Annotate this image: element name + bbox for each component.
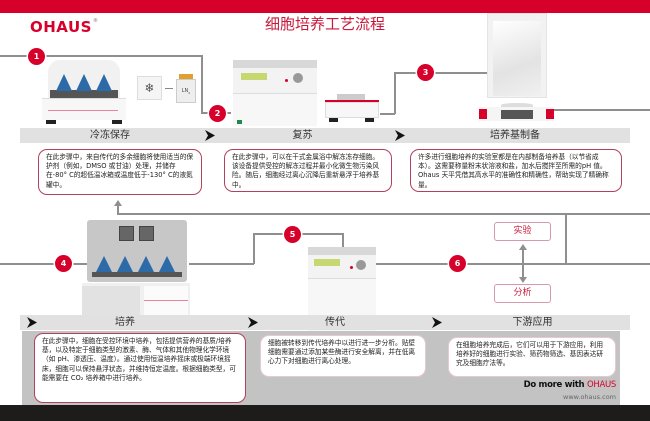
footer-bar: [0, 405, 650, 421]
dry-bath-illustration: [325, 94, 379, 126]
chevron-right-icon: [27, 317, 37, 328]
ln2-subscript: 2: [188, 91, 191, 95]
step-description-3: 许多进行细胞培养的实验室都是在内部制备培养基（以节省成本）。这需要称量粉末状溶液…: [410, 149, 622, 192]
liquid-nitrogen-tank-icon: LN2: [176, 74, 196, 103]
chevron-right-icon: [432, 317, 442, 328]
step-badge-3: 3: [417, 64, 434, 81]
connector-line: [253, 233, 255, 264]
page-title: 细胞培养工艺流程: [264, 15, 385, 33]
flask-icon: [96, 256, 112, 272]
freezer-icon: ❄: [137, 76, 162, 100]
tagline: Do more with OHAUS: [523, 380, 617, 390]
flask-icon: [138, 256, 154, 272]
flask-icon: [159, 256, 175, 272]
connector-line: [0, 263, 88, 265]
connector-line: [565, 213, 567, 264]
connector-line: [201, 55, 203, 113]
snowflake-icon: ❄: [144, 81, 155, 95]
ln2-label: LN: [181, 88, 189, 94]
connector-line: [117, 213, 650, 215]
connector-line: [552, 109, 650, 111]
fan-icon: [119, 226, 134, 241]
chevron-right-icon: [395, 130, 405, 141]
connector-line: [376, 263, 650, 265]
shaker-incubator-illustration: [42, 60, 126, 124]
centrifuge-illustration: [233, 60, 317, 126]
step-badge-6: 6: [449, 255, 466, 272]
step-description-1: 在此步骤中，来自传代的多余细胞将使用适当的保护剂（例如，DMSO 或甘油）处理，…: [38, 149, 202, 195]
connector-line: [342, 233, 344, 248]
connector-line: [394, 72, 489, 74]
connector-line: [522, 248, 524, 278]
connector-line: [380, 113, 395, 115]
step-description-5: 细胞被转移到传代培养中以进行进一步分析。贴壁细胞需要通过添加某些酶进行安全解离，…: [260, 335, 426, 377]
step-label-recovery: 复苏: [292, 130, 313, 141]
arrow-down-icon: [519, 277, 527, 283]
fan-icon: [139, 226, 154, 241]
step-description-2: 在此步骤中，可以在干式金属浴中解冻冻存细胞。该设备提供受控的解冻过程并最小化微生…: [224, 149, 392, 192]
step-badge-5: 5: [284, 226, 301, 243]
step-label-downstream: 下游应用: [512, 317, 553, 328]
flask-icon: [56, 74, 72, 91]
flask-icon: [96, 74, 112, 91]
registered-mark: ®: [92, 18, 99, 24]
website-link[interactable]: www.ohaus.com: [563, 393, 616, 401]
tagline-brand: OHAUS: [586, 380, 616, 390]
step-description-4: 在此步骤中，细胞在受控环境中培养，包括提供营养的基质/培养基，以及特定于细胞类型…: [34, 333, 246, 403]
flask-icon: [76, 74, 92, 91]
arrow-up-icon: [114, 200, 122, 206]
step-bar-row-1: [20, 128, 630, 143]
step-badge-4: 4: [55, 255, 72, 272]
step-description-6: 在细胞培养完成后，它们可以用于下游应用，利用培养好的细胞进行实验、筛药物筛选、基…: [448, 337, 616, 377]
arrow-up-icon: [519, 244, 527, 250]
analytical-balance-illustration: [479, 13, 554, 125]
chevron-right-icon: [205, 130, 215, 141]
connector-line: [189, 263, 254, 265]
arrow-right-icon: [165, 88, 173, 89]
outcome-experiment: 实验: [494, 222, 551, 241]
step-bar-row-2: [20, 315, 630, 330]
flask-icon: [117, 256, 133, 272]
connector-line: [394, 72, 396, 114]
connector-line: [0, 55, 202, 57]
logo-text: OHAUS: [30, 18, 92, 36]
step-label-passage: 传代: [325, 317, 345, 328]
step-label-media-prep: 培养基制备: [490, 130, 540, 141]
step-label-culture: 培养: [115, 317, 135, 328]
chevron-right-icon: [248, 317, 258, 328]
outcome-analysis: 分析: [494, 284, 551, 303]
step-label-cryopreservation: 冷冻保存: [90, 130, 130, 141]
top-brand-bar: [0, 0, 650, 13]
ohaus-logo: OHAUS®: [30, 18, 98, 36]
tagline-prefix: Do more with: [523, 380, 587, 390]
connector-line: [117, 204, 119, 214]
step-badge-2: 2: [209, 105, 226, 122]
step-badge-1: 1: [28, 48, 45, 65]
